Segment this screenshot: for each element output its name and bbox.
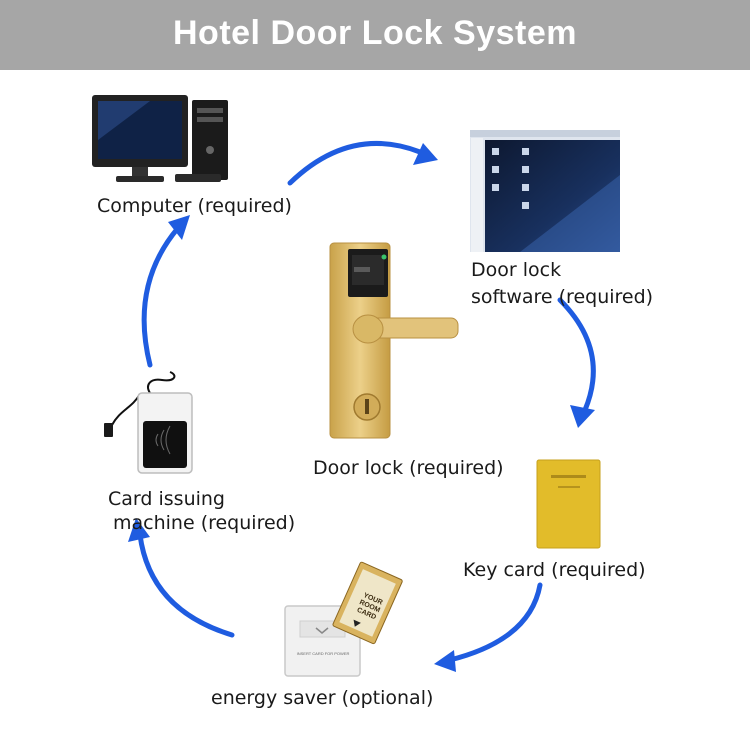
- arrowhead-1: [413, 143, 438, 165]
- arrowhead-5: [168, 215, 190, 240]
- flow-arrows: [137, 140, 596, 663]
- door-lock-illustration: [329, 242, 459, 439]
- software-label-line-1: Door lock: [471, 259, 562, 281]
- key-card-illustration: [536, 459, 601, 549]
- saver-caption: INSERT CARD FOR POWER: [296, 651, 350, 656]
- arrow-software-to-keycard: [557, 297, 596, 413]
- card-issuer-label-line-2: machine (required): [113, 512, 296, 534]
- computer-illustration: [92, 95, 228, 182]
- software-screenshot: [470, 130, 620, 252]
- energy-saver-illustration: [284, 561, 403, 677]
- door-lock-label: Door lock (required): [313, 457, 504, 479]
- software-label-line-2: software (required): [471, 286, 654, 308]
- card-issuer-illustration: [104, 371, 193, 474]
- arrow-issuer-to-computer: [141, 225, 181, 368]
- arrow-heads: [128, 143, 595, 672]
- key-card-label: Key card (required): [463, 559, 646, 581]
- page-title: Hotel Door Lock System: [173, 14, 577, 52]
- energy-saver-label: energy saver (optional): [211, 687, 434, 709]
- arrowhead-4: [128, 518, 150, 542]
- arrowhead-2: [570, 405, 595, 428]
- card-issuer-label-line-1: Card issuing: [108, 488, 225, 510]
- arrow-saver-to-issuer: [137, 532, 235, 638]
- title-banner: Hotel Door Lock System: [0, 0, 750, 70]
- arrowhead-3: [434, 650, 456, 672]
- arrow-keycard-to-saver: [447, 582, 543, 663]
- computer-label: Computer (required): [97, 195, 292, 217]
- arrow-computer-to-software: [287, 140, 423, 186]
